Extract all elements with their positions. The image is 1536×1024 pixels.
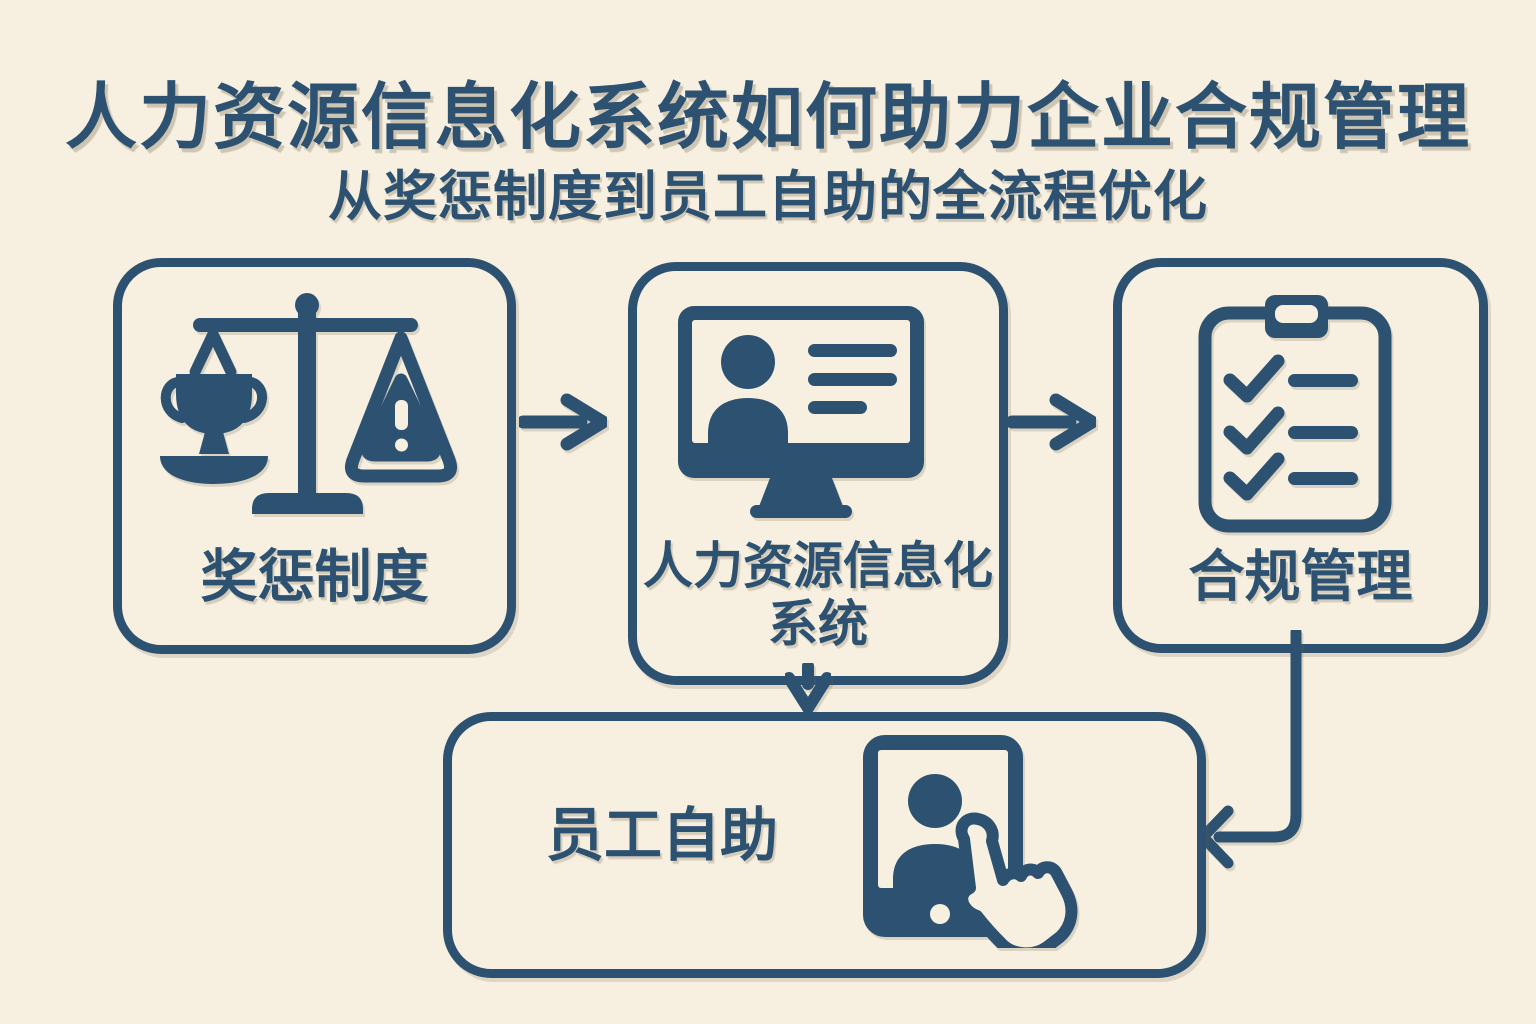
node-label-reward-punishment: 奖惩制度 [200,545,429,609]
node-label-hris: 人力资源信息化 系统 [637,538,999,653]
node-label-hris-line2: 系统 [768,595,868,652]
node-employee-self-service: 员工自助 [443,712,1206,978]
tablet-touch-hand-icon [860,733,1095,948]
node-label-employee-self-service: 员工自助 [545,803,778,868]
node-hris: 人力资源信息化 系统 [628,262,1008,685]
node-reward-punishment: 奖惩制度 [113,258,516,654]
page-title: 人力资源信息化系统如何助力企业合规管理 [64,78,1471,158]
arrow-right-icon [519,391,607,453]
node-label-compliance: 合规管理 [1188,545,1413,608]
node-compliance: 合规管理 [1113,258,1488,653]
page-subtitle: 从奖惩制度到员工自助的全流程优化 [328,167,1208,227]
arrow-right-icon [1008,391,1096,453]
clipboard-checklist-icon [1195,288,1395,533]
node-label-hris-line1: 人力资源信息化 [643,538,993,594]
pointing-hand-glyph [955,812,1078,948]
warning-triangle-glyph [344,331,458,483]
balance-scale-trophy-warning-icon [158,288,458,523]
monitor-profile-icon [676,300,926,522]
arrow-down-icon [785,663,831,713]
trophy-glyph [160,374,268,484]
